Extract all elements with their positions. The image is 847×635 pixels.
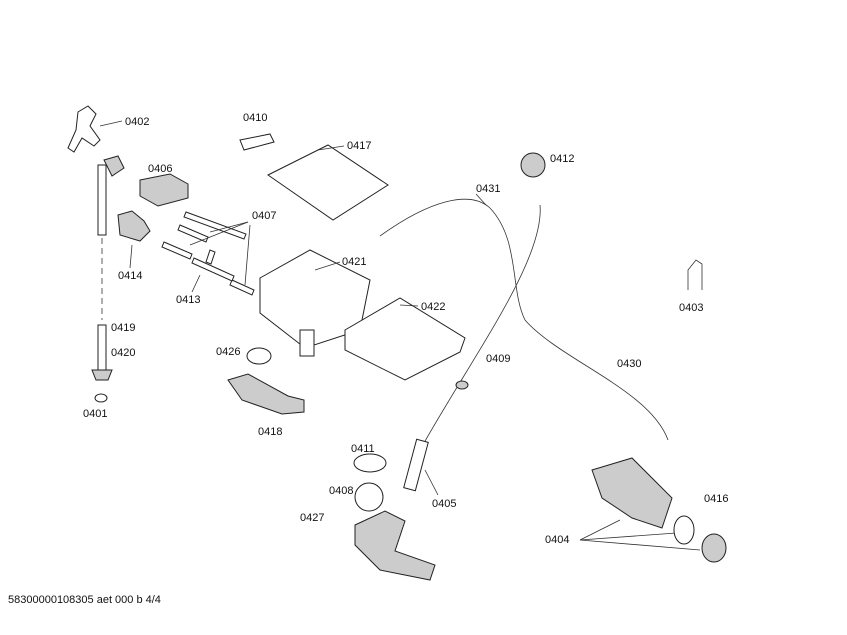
part-label: 0412 [550, 153, 575, 165]
part-label: 0407 [252, 210, 277, 222]
part-0422-drawer [344, 297, 466, 381]
part-label: 0404 [545, 534, 570, 546]
part-label: 0406 [148, 163, 173, 175]
part-0416-seal [673, 515, 695, 545]
part-label: 0413 [176, 294, 201, 306]
part-label: 0411 [351, 443, 375, 455]
part-label: 0410 [243, 112, 268, 124]
part-0419-tube [91, 324, 113, 381]
part-0406-valve [139, 173, 189, 207]
part-0413-t-tube [191, 249, 235, 293]
part-0417-cover [267, 144, 389, 221]
part-label: 0408 [329, 485, 354, 497]
part-0404-pump [579, 457, 701, 551]
part-0418-hose [227, 373, 305, 415]
part-label: 0430 [617, 358, 642, 370]
part-0402-y-connector [67, 105, 123, 153]
part-hose-elbow [97, 155, 125, 236]
part-label: 0417 [347, 140, 372, 152]
part-label: 0419 [111, 322, 136, 334]
part-label: 0422 [421, 301, 446, 313]
part-label: 0421 [342, 256, 367, 268]
part-0405-sensor [403, 438, 439, 496]
part-label: 0405 [432, 498, 457, 510]
part-0414-valve [117, 210, 151, 269]
part-label: 0409 [486, 353, 511, 365]
part-label: 0401 [83, 408, 108, 420]
part-0401-washer [94, 393, 108, 403]
part-0407-tubes [161, 211, 255, 296]
part-label: 0418 [258, 426, 283, 438]
part-0426-ring [246, 347, 272, 365]
part-label: 0403 [679, 302, 704, 314]
part-filter [701, 533, 727, 563]
part-label: 0431 [476, 183, 501, 195]
part-0412-pressure-switch [520, 152, 546, 178]
part-0409-tube [419, 204, 541, 451]
part-0421-drawer-housing [259, 249, 371, 357]
part-0403-clip [687, 259, 703, 290]
document-id-footer: 58300000108305 aet 000 b 4/4 [8, 594, 161, 606]
part-label: 0414 [118, 270, 143, 282]
part-label: 0416 [704, 493, 729, 505]
part-label: 0420 [111, 347, 136, 359]
part-0427-sump-hose [354, 510, 436, 581]
part-0408-ball [354, 482, 384, 512]
part-label: 0426 [216, 346, 241, 358]
part-label: 0402 [125, 116, 150, 128]
part-label: 0427 [300, 512, 325, 524]
part-0431-hose [379, 193, 669, 441]
part-0410-clip [239, 133, 275, 151]
part-0411-ring [353, 453, 387, 473]
